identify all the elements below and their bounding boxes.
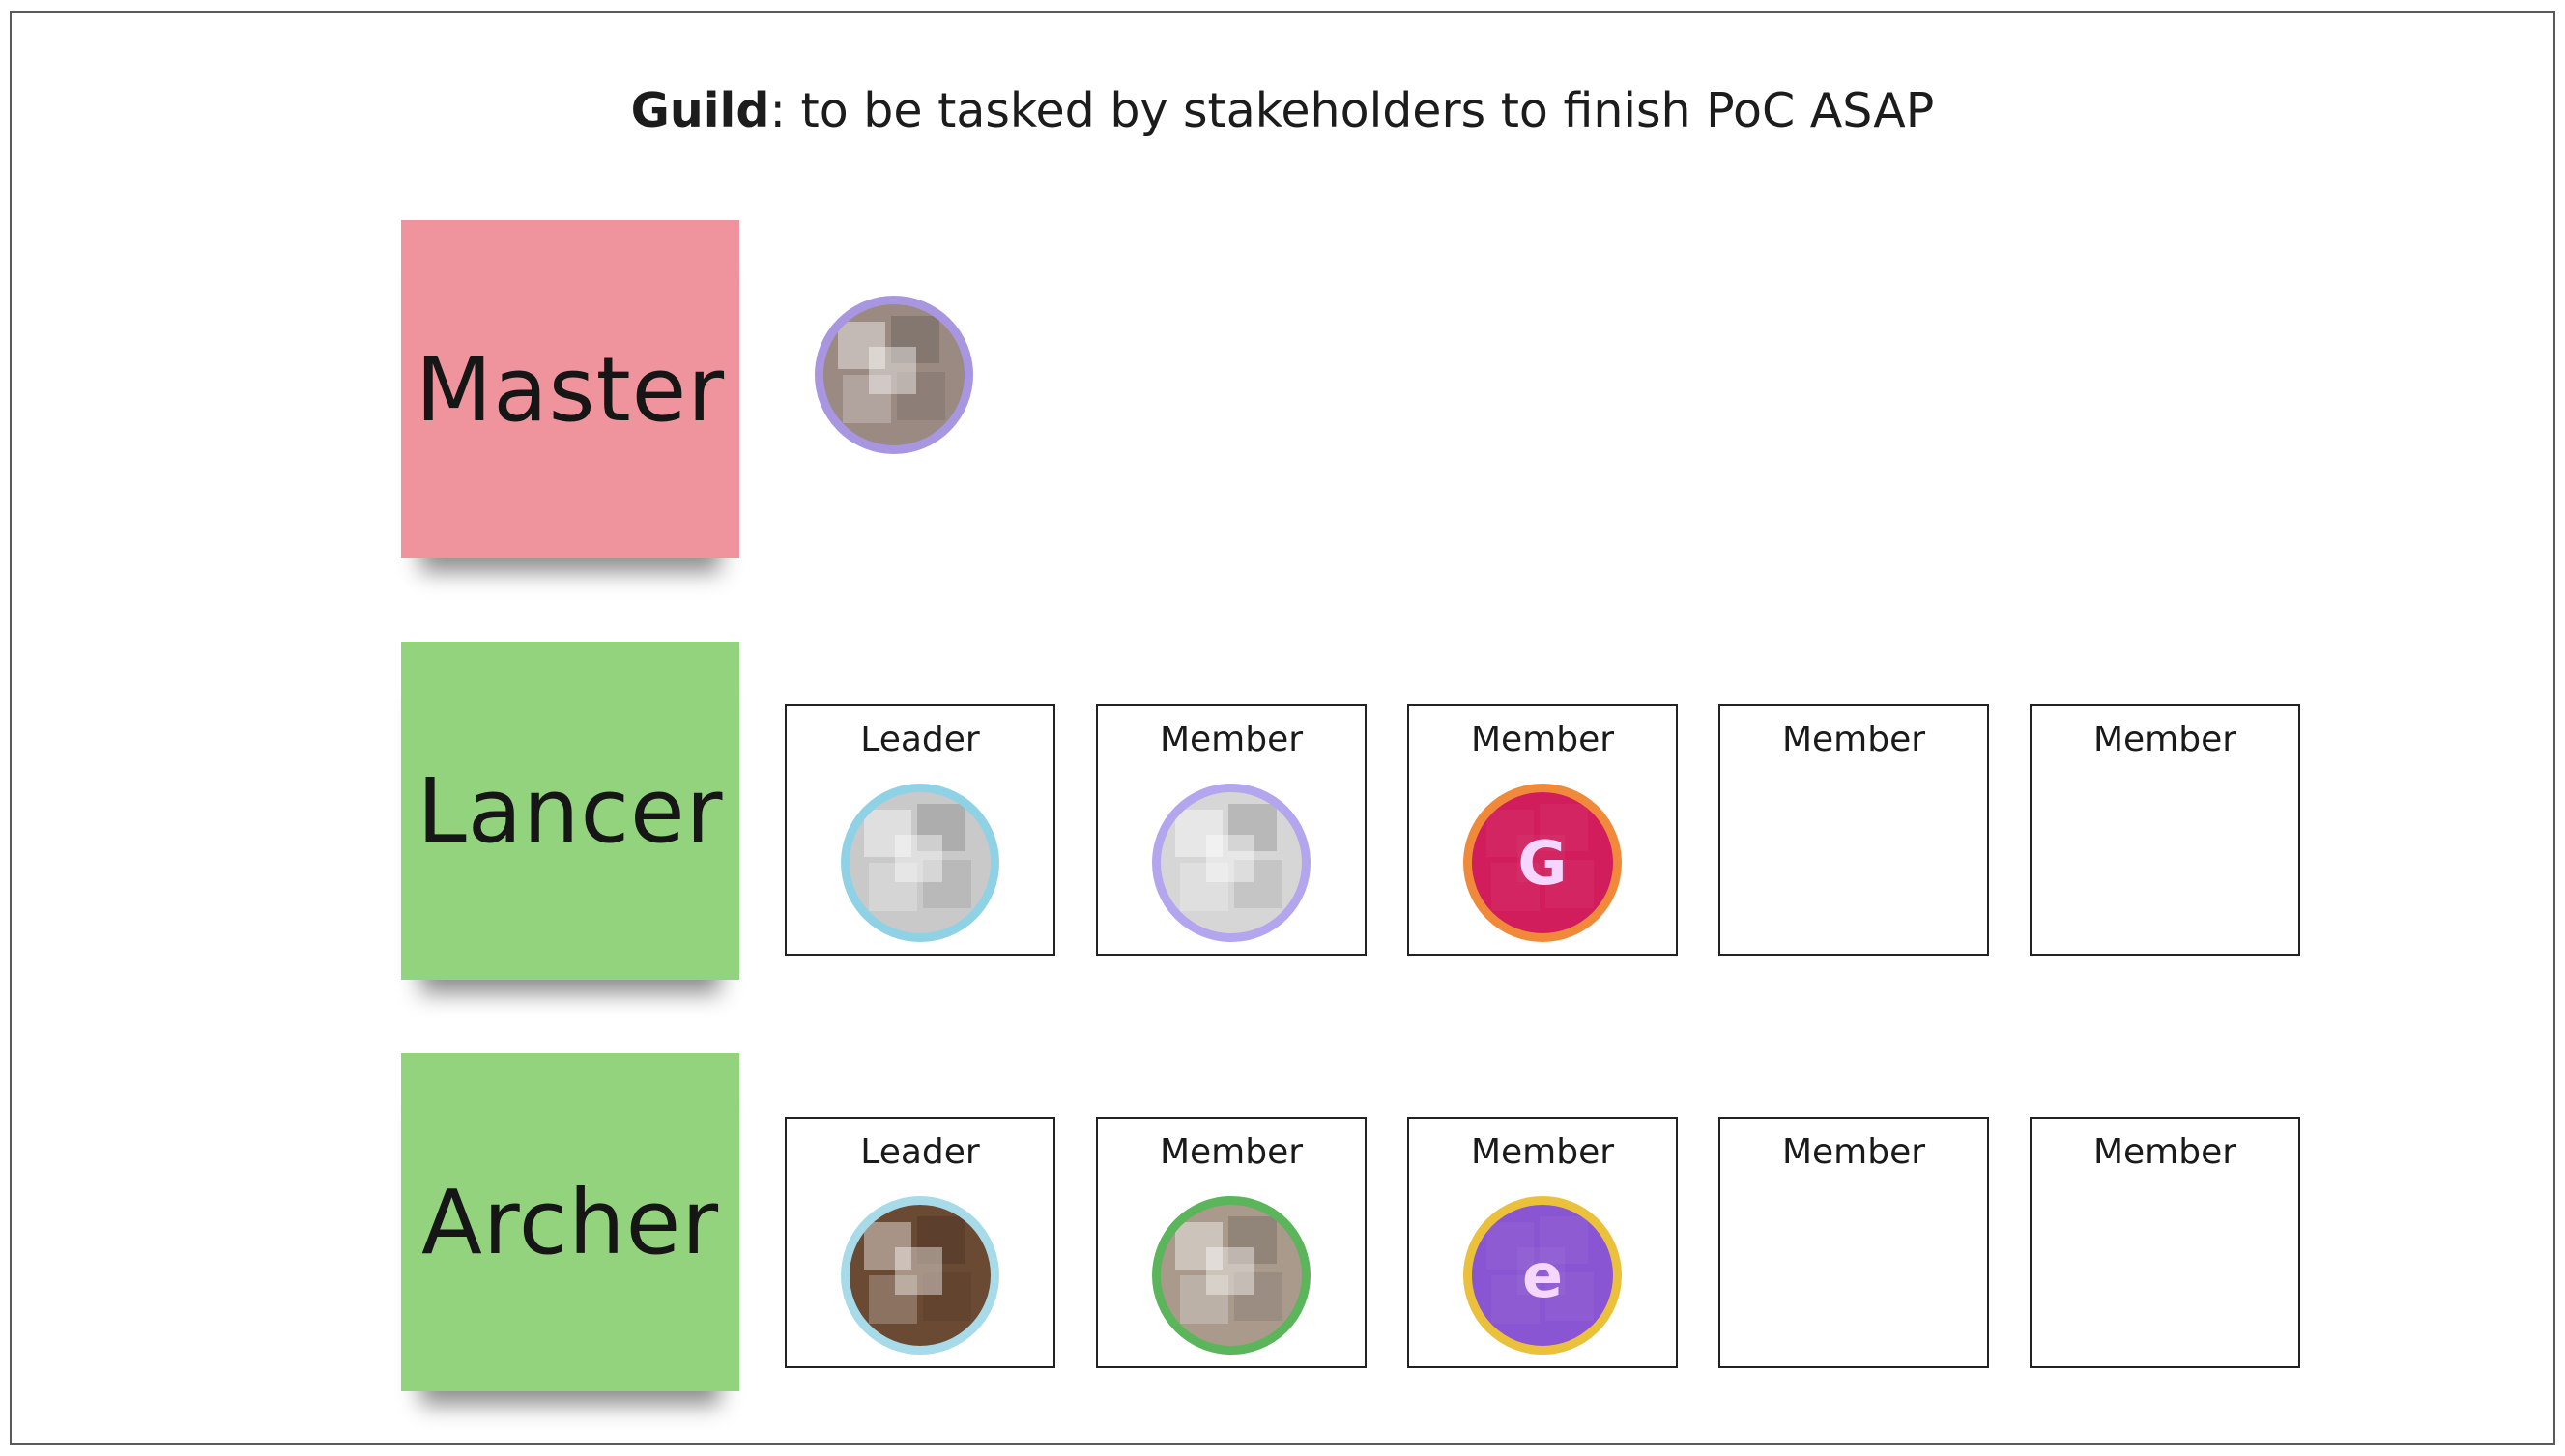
archer-slot-5: Member: [2030, 1117, 2300, 1368]
master-avatar: [815, 296, 973, 454]
lancer-slot-2: Member: [1096, 704, 1367, 956]
sticky-archer-label: Archer: [420, 1170, 720, 1274]
avatar-pixel-block: [1174, 1221, 1224, 1270]
archer-slot-3: Member e: [1407, 1117, 1678, 1368]
slot-role-label: Member: [2092, 1132, 2237, 1172]
avatar-initial: G: [1517, 827, 1568, 899]
avatar-pixel-block: [922, 860, 971, 908]
avatar-pixel-block: [896, 372, 945, 420]
sticky-archer: Archer: [401, 1053, 739, 1391]
avatar-pixel-block: [1180, 1275, 1229, 1324]
avatar-pixel-block: [1228, 1215, 1277, 1265]
avatar-pixel-block: [869, 863, 918, 911]
avatar-pixel-block: [843, 375, 892, 423]
avatar-pixel-block: [894, 1246, 943, 1296]
slot-role-label: Leader: [860, 720, 980, 759]
slot-role-label: Member: [1470, 720, 1615, 759]
avatar-pixel-block: [891, 315, 939, 364]
avatar-initial: e: [1521, 1240, 1564, 1311]
avatar-pixel-block: [837, 321, 886, 370]
title-bold: Guild: [630, 83, 770, 138]
member-avatar: [1152, 1196, 1311, 1355]
avatar-pixel-block: [917, 1215, 965, 1265]
member-avatar: [841, 1196, 999, 1355]
lancer-slot-3: Member G: [1407, 704, 1678, 956]
slot-role-label: Member: [1781, 1132, 1926, 1172]
avatar-pixel-block: [863, 1221, 912, 1270]
slot-role-label: Leader: [860, 1132, 980, 1172]
diagram-title: Guild: to be tasked by stakeholders to f…: [0, 83, 2565, 138]
archer-slot-4: Member: [1718, 1117, 1989, 1368]
avatar-pixel-block: [1233, 860, 1282, 908]
avatar-pixel-block: [922, 1272, 971, 1321]
archer-slot-1: Leader: [785, 1117, 1055, 1368]
slot-role-label: Member: [1159, 1132, 1304, 1172]
slot-role-label: Member: [1470, 1132, 1615, 1172]
avatar-pixel-block: [894, 834, 943, 883]
avatar-pixel-block: [1205, 1246, 1254, 1296]
sticky-lancer: Lancer: [401, 642, 739, 980]
lancer-slot-5: Member: [2030, 704, 2300, 956]
avatar-pixel-block: [1174, 809, 1224, 858]
avatar-pixel-block: [917, 803, 965, 852]
member-avatar: G: [1463, 784, 1622, 942]
avatar-pixel-block: [869, 1275, 918, 1324]
avatar-pixel-block: [863, 809, 912, 858]
member-avatar: [841, 784, 999, 942]
sticky-master: Master: [401, 220, 739, 558]
title-rest: : to be tasked by stakeholders to finish…: [769, 83, 1935, 138]
avatar-pixel-block: [868, 346, 917, 395]
slot-role-label: Member: [1781, 720, 1926, 759]
archer-slot-2: Member: [1096, 1117, 1367, 1368]
member-avatar: [1152, 784, 1311, 942]
diagram-frame: [10, 11, 2555, 1445]
avatar-pixel-block: [1205, 834, 1254, 883]
avatar-pixel-block: [1180, 863, 1229, 911]
sticky-master-label: Master: [415, 337, 726, 442]
lancer-slot-4: Member: [1718, 704, 1989, 956]
sticky-lancer-label: Lancer: [417, 758, 724, 863]
slot-role-label: Member: [2092, 720, 2237, 759]
member-avatar: e: [1463, 1196, 1622, 1355]
avatar-pixel-block: [1228, 803, 1277, 852]
lancer-slot-1: Leader: [785, 704, 1055, 956]
slot-role-label: Member: [1159, 720, 1304, 759]
avatar-pixel-block: [1233, 1272, 1282, 1321]
